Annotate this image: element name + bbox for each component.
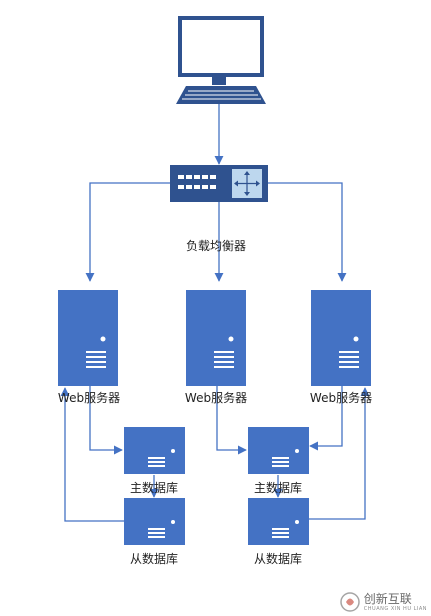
web-server-3 bbox=[311, 290, 371, 386]
server-tower-icon bbox=[58, 290, 118, 386]
server-power-led bbox=[353, 336, 359, 342]
connectors bbox=[60, 104, 370, 522]
network-switch-icon bbox=[170, 165, 268, 202]
server-power-led bbox=[100, 336, 106, 342]
web-server-3-label: Web服务器 bbox=[309, 391, 373, 405]
master-db-1-label: 主数据库 bbox=[129, 481, 179, 495]
master-db-2 bbox=[248, 427, 309, 474]
slave-db-2 bbox=[248, 498, 309, 545]
watermark-cn-text: 创新互联 bbox=[363, 591, 412, 606]
slave-db-2-label: 从数据库 bbox=[253, 552, 303, 566]
slave-db-1-label: 从数据库 bbox=[129, 552, 179, 566]
slave-db-1 bbox=[124, 498, 185, 545]
server-tower-icon bbox=[311, 290, 371, 386]
desktop-computer-icon bbox=[176, 16, 266, 104]
arrow-web3-to-master2 bbox=[309, 386, 343, 451]
web-server-2-label: Web服务器 bbox=[184, 391, 248, 405]
web-server-2 bbox=[186, 290, 246, 386]
arrow-balancer-to-web3 bbox=[268, 182, 347, 282]
web-server-1-label: Web服务器 bbox=[57, 391, 121, 405]
arrow-web1-to-master1 bbox=[89, 386, 123, 455]
server-tower-icon bbox=[186, 290, 246, 386]
arrow-balancer-to-web1 bbox=[85, 182, 170, 282]
master-db-1 bbox=[124, 427, 185, 474]
web-server-1 bbox=[58, 290, 118, 386]
arrow-slave1-to-web1 bbox=[60, 387, 124, 522]
watermark-en-text: CHUANG XIN HU LIAN bbox=[363, 605, 427, 612]
brand-logo-icon bbox=[340, 592, 360, 612]
server-power-led bbox=[228, 336, 234, 342]
master-db-2-label: 主数据库 bbox=[253, 481, 303, 495]
arrow-web2-to-master2 bbox=[216, 386, 247, 455]
arrow-slave2-to-web3 bbox=[308, 387, 370, 520]
load-balancer-label: 负载均衡器 bbox=[185, 239, 247, 253]
watermark: 创新互联 CHUANG XIN HU LIAN bbox=[340, 592, 427, 612]
